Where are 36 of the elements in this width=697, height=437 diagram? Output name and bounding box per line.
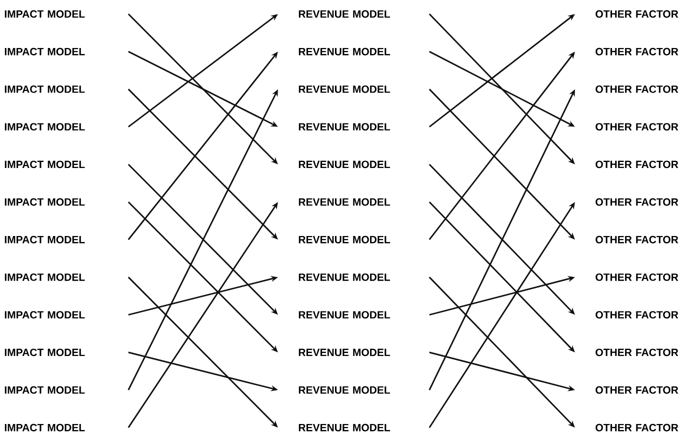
column-label: IMPACT MODEL xyxy=(4,10,85,18)
column-label: REVENUE MODEL xyxy=(298,236,390,244)
column-label: IMPACT MODEL xyxy=(4,198,85,206)
column-label: IMPACT MODEL xyxy=(4,160,85,168)
column-label: IMPACT MODEL xyxy=(4,86,85,93)
column-label: OTHER FACTOR xyxy=(596,198,678,206)
column-label: OTHER FACTOR xyxy=(596,424,678,432)
column-label: IMPACT MODEL xyxy=(4,123,85,131)
column-label: IMPACT MODEL xyxy=(4,274,85,281)
column-label: REVENUE MODEL xyxy=(298,160,390,168)
column-label: REVENUE MODEL xyxy=(298,123,390,131)
column-label: REVENUE MODEL xyxy=(298,48,390,56)
column-label: OTHER FACTOR xyxy=(596,123,678,131)
column-label: REVENUE MODEL xyxy=(298,10,390,18)
column-label: REVENUE MODEL xyxy=(298,198,390,206)
column-label: OTHER FACTOR xyxy=(596,348,678,356)
column-label: REVENUE MODEL xyxy=(298,311,390,319)
column-label: OTHER FACTOR xyxy=(596,160,678,168)
column-label: REVENUE MODEL xyxy=(298,86,390,93)
column-label: IMPACT MODEL xyxy=(4,311,85,319)
column-label: IMPACT MODEL xyxy=(4,348,85,356)
column-label: REVENUE MODEL xyxy=(298,348,390,356)
column-label: OTHER FACTOR xyxy=(596,86,678,93)
column-label: IMPACT MODEL xyxy=(4,236,85,244)
column-label: OTHER FACTOR xyxy=(596,236,678,244)
column-label: OTHER FACTOR xyxy=(596,311,678,319)
column-label: IMPACT MODEL xyxy=(4,386,85,394)
column-label: OTHER FACTOR xyxy=(596,274,678,281)
column-label: REVENUE MODEL xyxy=(298,386,390,394)
column-label: REVENUE MODEL xyxy=(298,424,390,432)
column-label: REVENUE MODEL xyxy=(298,274,390,281)
column-label: IMPACT MODEL xyxy=(4,48,85,56)
column-label: OTHER FACTOR xyxy=(596,386,678,394)
column-label: IMPACT MODEL xyxy=(4,424,85,432)
column-label: OTHER FACTOR xyxy=(596,10,678,18)
column-label: OTHER FACTOR xyxy=(596,48,678,56)
